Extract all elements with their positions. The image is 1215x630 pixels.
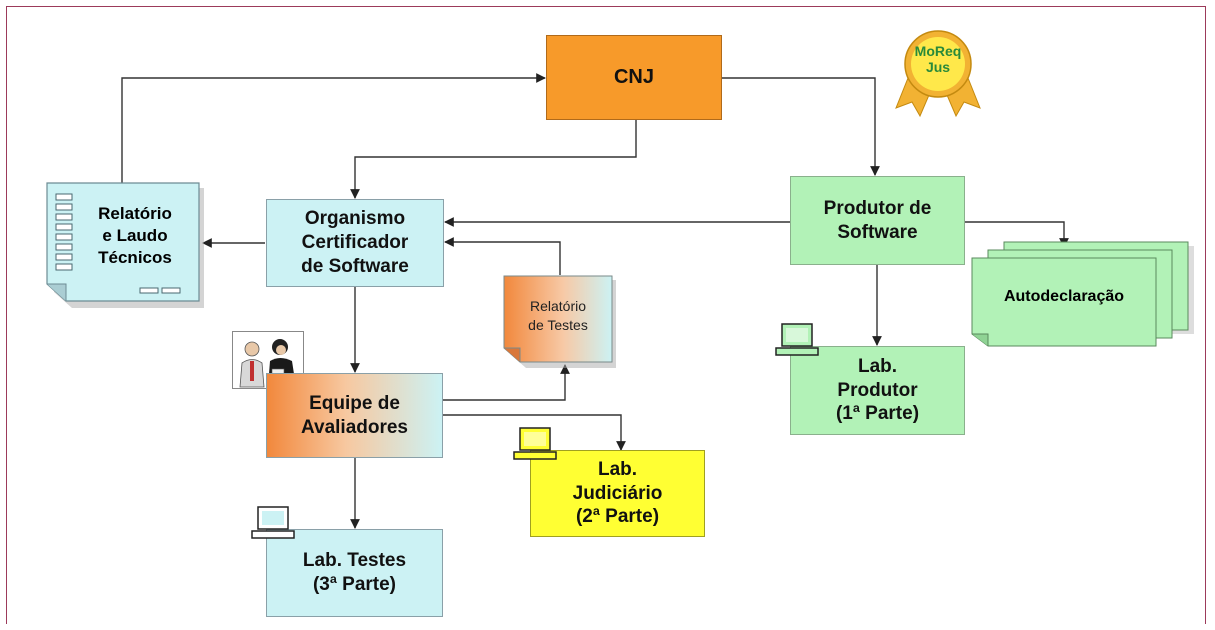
node-organismo-label: Organismo Certificador de Software xyxy=(301,208,409,277)
node-cnj: CNJ xyxy=(546,35,722,120)
node-relatorio-testes: Relatório de Testes xyxy=(506,297,610,335)
node-lab-testes: Lab. Testes (3ª Parte) xyxy=(266,529,443,617)
document-relatorio-laudo-icon xyxy=(46,182,204,308)
moreq-jus-badge-text: MoReq Jus xyxy=(888,43,988,75)
node-lab-produtor-label: Lab. Produtor (1ª Parte) xyxy=(835,355,920,425)
computer-icon-lab-testes xyxy=(251,506,295,539)
edge-cnj-to-produtor xyxy=(722,77,880,176)
stacked-documents-autodeclaracao-icon xyxy=(971,241,1194,347)
computer-icon-lab-produtor xyxy=(775,323,819,356)
edge-equipe-to-lab-judiciario xyxy=(443,414,626,451)
badge-line-1: MoReq xyxy=(914,43,962,59)
edge-equipe-to-testes xyxy=(443,364,570,401)
node-relatorio-laudo: Relatório e Laudo Técnicos xyxy=(76,203,194,269)
edge-produtor-to-autodeclaracao xyxy=(965,221,1069,248)
edge-cnj-to-organismo xyxy=(350,120,637,199)
edge-testes-to-organismo xyxy=(444,237,561,275)
node-produtor-label: Produtor de Software xyxy=(823,197,932,243)
node-lab-judiciario: Lab. Judiciário (2ª Parte) xyxy=(530,450,705,537)
node-equipe-label: Equipe de Avaliadores xyxy=(300,392,408,438)
node-equipe-avaliadores: Equipe de Avaliadores xyxy=(266,373,443,458)
moreq-jus-badge-icon xyxy=(895,30,981,118)
node-autodeclaracao-label: Autodeclaração xyxy=(1003,288,1125,305)
node-organismo-certificador: Organismo Certificador de Software xyxy=(266,199,444,287)
document-relatorio-testes-icon xyxy=(503,275,616,368)
node-cnj-label: CNJ xyxy=(613,66,654,88)
node-produtor-software: Produtor de Software xyxy=(790,176,965,265)
node-lab-produtor: Lab. Produtor (1ª Parte) xyxy=(790,346,965,435)
node-lab-testes-label: Lab. Testes (3ª Parte) xyxy=(302,550,407,595)
badge-line-2: Jus xyxy=(925,59,951,76)
edge-laudo-to-cnj xyxy=(121,73,546,183)
node-relatorio-laudo-label: Relatório e Laudo Técnicos xyxy=(98,204,172,268)
node-relatorio-testes-label: Relatório de Testes xyxy=(528,298,588,333)
node-autodeclaracao: Autodeclaração xyxy=(972,288,1156,306)
diagram-frame xyxy=(6,6,1206,624)
computer-icon-lab-judiciario xyxy=(513,427,557,460)
node-lab-judiciario-label: Lab. Judiciário (2ª Parte) xyxy=(572,458,663,528)
